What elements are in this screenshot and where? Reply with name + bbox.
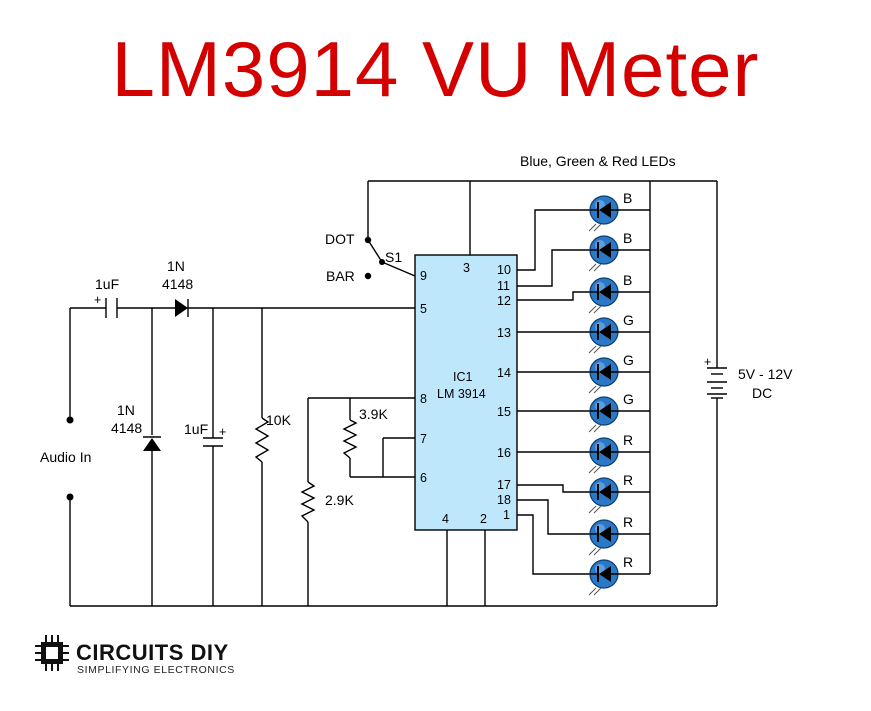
wires xyxy=(69,180,718,607)
r3-9k-label: 3.9K xyxy=(359,406,388,422)
cap1-label: 1uF xyxy=(95,276,119,292)
resistor-2-9k xyxy=(300,481,316,523)
led-7: R xyxy=(588,432,650,474)
ic-pin-9: 9 xyxy=(420,269,427,283)
led-color-label: B xyxy=(623,272,632,288)
ic-pin-3: 3 xyxy=(463,261,470,275)
capacitor-1uf-input: + xyxy=(94,293,118,318)
ic-pin-6: 6 xyxy=(420,471,427,485)
diode1-label-b: 4148 xyxy=(162,276,193,292)
led-10: R xyxy=(588,554,650,596)
led-5: G xyxy=(588,352,650,394)
ic-pin-15: 15 xyxy=(497,405,511,419)
svg-text:+: + xyxy=(219,425,226,439)
r2-9k-label: 2.9K xyxy=(325,492,354,508)
audio-in-label: Audio In xyxy=(40,449,91,465)
switch-dot-contact xyxy=(364,236,372,244)
battery-symbol: + xyxy=(704,355,727,399)
resistor-10k xyxy=(254,417,270,463)
led-caption: Blue, Green & Red LEDs xyxy=(520,153,676,169)
ic-pin-5: 5 xyxy=(420,302,427,316)
supply-label-a: 5V - 12V xyxy=(738,366,793,382)
switch-bar-contact xyxy=(364,272,372,280)
supply-label-b: DC xyxy=(752,385,772,401)
svg-text:+: + xyxy=(704,355,711,369)
diode1-label-a: 1N xyxy=(167,258,185,274)
logo-name: CIRCUITS DIY xyxy=(76,640,229,665)
diode2-label-b: 4148 xyxy=(111,420,142,436)
led-6: G xyxy=(588,391,650,433)
led-3: B xyxy=(588,272,650,314)
ic-pin-10: 10 xyxy=(497,263,511,277)
ic-pin-7: 7 xyxy=(420,432,427,446)
page-title: LM3914 VU Meter xyxy=(111,25,760,113)
diode-1n4148-series xyxy=(175,299,189,317)
ic-pin-18: 18 xyxy=(497,493,511,507)
circuits-diy-logo-icon xyxy=(35,635,69,671)
led-color-label: G xyxy=(623,352,634,368)
ic-pin-1: 1 xyxy=(503,508,510,522)
audio-in-terminal-bottom xyxy=(66,493,74,501)
audio-in-terminal-top xyxy=(66,416,74,424)
dot-label: DOT xyxy=(325,231,355,247)
ic-pin-13: 13 xyxy=(497,326,511,340)
resistor-3-9k xyxy=(342,419,358,459)
diode2-label-a: 1N xyxy=(117,402,135,418)
led-9: R xyxy=(588,514,650,556)
ic-lm3914 xyxy=(414,254,518,531)
logo-tagline: SIMPLIFYING ELECTRONICS xyxy=(77,664,235,676)
led-color-label: B xyxy=(623,190,632,206)
led-color-label: R xyxy=(623,514,633,530)
diode-1n4148-shunt xyxy=(143,436,161,451)
ic-pin-2: 2 xyxy=(480,512,487,526)
ic-pin-11: 11 xyxy=(497,279,510,293)
switch-label: S1 xyxy=(385,249,402,265)
led-color-label: G xyxy=(623,391,634,407)
r10k-label: 10K xyxy=(266,412,292,428)
led-color-label: R xyxy=(623,472,633,488)
ic-pin-4: 4 xyxy=(442,512,449,526)
led-array: B B B G G G R R R R xyxy=(588,190,650,596)
led-color-label: B xyxy=(623,230,632,246)
led-2: B xyxy=(588,230,650,272)
ic-ref-label: IC1 xyxy=(453,370,473,384)
switch-common-contact xyxy=(379,259,385,265)
ic-pin-14: 14 xyxy=(497,366,511,380)
ic-pin-12: 12 xyxy=(497,294,511,308)
led-color-label: R xyxy=(623,432,633,448)
led-4: G xyxy=(588,312,650,354)
capacitor-1uf-filter: + xyxy=(203,425,226,447)
svg-text:+: + xyxy=(94,293,101,307)
ic-name-label: LM 3914 xyxy=(437,387,486,401)
ic-pin-8: 8 xyxy=(420,392,427,406)
led-color-label: G xyxy=(623,312,634,328)
bar-label: BAR xyxy=(326,268,355,284)
led-8: R xyxy=(588,472,650,514)
led-1: B xyxy=(588,190,650,232)
cap2-label: 1uF xyxy=(184,421,208,437)
led-color-label: R xyxy=(623,554,633,570)
ic-pin-17: 17 xyxy=(497,478,511,492)
ic-pin-16: 16 xyxy=(497,446,511,460)
